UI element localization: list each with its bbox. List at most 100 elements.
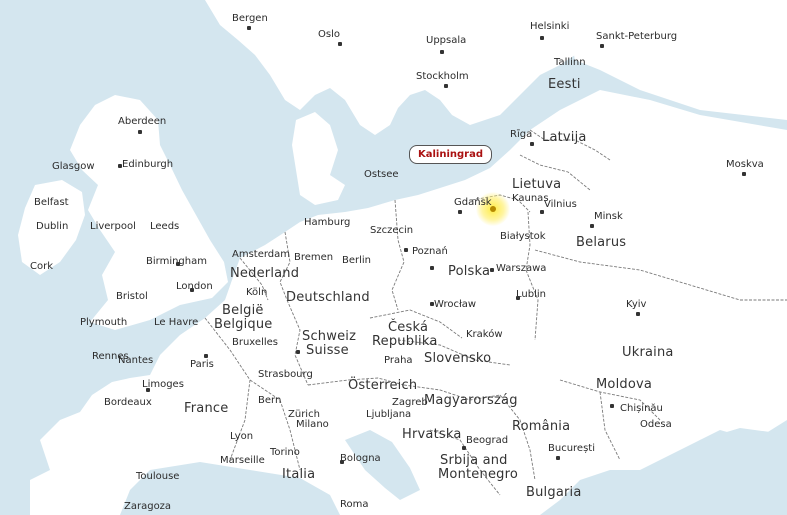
city-label-marseille: Marseille	[220, 455, 265, 466]
city-label-amsterdam: Amsterdam	[232, 249, 291, 260]
city-marker	[338, 42, 342, 46]
city-label-helsinki: Helsinki	[530, 21, 570, 32]
city-label-ljubljana: Ljubljana	[366, 409, 412, 420]
city-marker	[610, 404, 614, 408]
city-label-praha: Praha	[384, 355, 413, 366]
city-label-milano: Milano	[296, 419, 329, 430]
city-marker	[600, 44, 604, 48]
city-label-bruxelles: Bruxelles	[232, 337, 278, 348]
city-label-strasbourg: Strasbourg	[258, 369, 313, 380]
land-denmark	[292, 112, 345, 205]
city-label-paris: Paris	[190, 359, 214, 370]
mediterranean-sea	[120, 462, 340, 515]
city-label-liverpool: Liverpool	[90, 221, 136, 232]
highlight-marker[interactable]	[490, 206, 496, 212]
city-marker	[540, 210, 544, 214]
land-finland	[560, 0, 787, 120]
city-label-roma: Roma	[340, 499, 369, 510]
country-label-osterreich: Österreich	[348, 378, 418, 393]
city-marker	[530, 142, 534, 146]
country-label-nederland: Nederland	[230, 266, 300, 281]
city-label-limoges: Limoges	[142, 379, 184, 390]
country-label-slovensko: Slovensko	[424, 351, 492, 366]
city-label-hamburg: Hamburg	[304, 217, 351, 228]
country-label-latvija: Latvija	[542, 130, 587, 145]
city-label-odesa: Odesa	[640, 419, 672, 430]
city-label-london: London	[176, 281, 213, 292]
country-label-eesti: Eesti	[548, 77, 581, 92]
city-label-wroclaw: Wrocław	[434, 299, 477, 310]
city-label-le-havre: Le Havre	[154, 317, 199, 328]
city-label-poznan: Poznań	[412, 246, 448, 257]
country-label-bulgaria: Bulgaria	[526, 485, 582, 500]
city-label-sankt-peterburg: Sankt-Peterburg	[596, 31, 678, 42]
country-label-italia: Italia	[282, 467, 316, 482]
city-label-cork: Cork	[30, 261, 54, 272]
country-label-belarus: Belarus	[576, 235, 627, 250]
country-label-lietuva: Lietuva	[512, 177, 562, 192]
land-continent	[30, 90, 787, 515]
country-label-srbija: Srbija and	[440, 453, 508, 468]
city-label-riga: Rīga	[510, 129, 533, 140]
city-marker	[636, 312, 640, 316]
city-label-rennes: Rennes	[92, 351, 129, 362]
city-label-bologna: Bologna	[340, 453, 381, 464]
city-label-kobenhavn: Ostsee	[364, 169, 399, 180]
city-label-zaragoza: Zaragoza	[124, 501, 172, 512]
city-label-glasgow: Glasgow	[52, 161, 95, 172]
city-label-bordeaux: Bordeaux	[104, 397, 152, 408]
highlight-callout[interactable]: Kaliningrad	[409, 145, 493, 164]
country-label-schweiz: Schweiz	[302, 329, 357, 344]
city-label-bucuresti: București	[548, 443, 595, 454]
city-label-gdansk: Gdańsk	[454, 197, 492, 208]
land-scandinavia	[205, 0, 600, 135]
city-label-oslo: Oslo	[318, 29, 340, 40]
black-sea	[640, 425, 787, 515]
city-label-berlin: Berlin	[342, 255, 372, 266]
city-marker	[462, 446, 466, 450]
city-label-aberdeen: Aberdeen	[118, 116, 167, 127]
city-label-nantes: Nantes	[118, 355, 154, 366]
country-label-deutschland: Deutschland	[286, 290, 370, 305]
city-label-krakow: Kraków	[466, 329, 503, 340]
city-marker	[440, 50, 444, 54]
city-marker	[404, 248, 408, 252]
city-label-warszawa: Warszawa	[496, 263, 547, 274]
city-label-zagreb: Zagreb	[392, 397, 428, 408]
city-label-minsk: Minsk	[594, 211, 623, 222]
city-label-bern: Bern	[258, 395, 282, 406]
country-label-romania: România	[512, 419, 571, 434]
city-label-vilnius: Vilnius	[544, 199, 577, 210]
city-label-szczecin: Szczecin	[370, 225, 414, 236]
city-label-moskva: Moskva	[726, 159, 764, 170]
city-label-leeds: Leeds	[150, 221, 180, 232]
city-marker	[118, 164, 122, 168]
city-marker	[190, 288, 194, 292]
city-marker	[247, 26, 251, 30]
city-marker	[146, 388, 150, 392]
city-marker	[490, 268, 494, 272]
city-label-toulouse: Toulouse	[136, 471, 180, 482]
city-label-beograd: Beograd	[466, 435, 509, 446]
city-marker	[590, 224, 594, 228]
city-marker	[540, 36, 544, 40]
adriatic-sea	[345, 430, 420, 500]
city-marker	[742, 172, 746, 176]
country-label-montenegro: Montenegro	[438, 467, 519, 482]
city-marker	[430, 302, 434, 306]
country-label-ukraina: Ukraina	[622, 345, 674, 360]
country-label-polska: Polska	[448, 264, 491, 279]
country-label-republika: Republika	[372, 334, 438, 349]
city-label-stockholm: Stockholm	[416, 71, 469, 82]
city-marker	[138, 130, 142, 134]
country-label-belgique: Belgique	[214, 317, 273, 332]
land-britain	[70, 95, 228, 330]
city-label-tallinn: Tallinn	[554, 57, 586, 68]
country-label-suisse: Suisse	[306, 343, 349, 358]
land-ireland	[18, 180, 85, 275]
country-label-hrvatska: Hrvatska	[402, 427, 462, 442]
city-marker	[296, 350, 300, 354]
city-label-belfast: Belfast	[34, 197, 69, 208]
city-label-zurich: Zürich	[288, 409, 320, 420]
